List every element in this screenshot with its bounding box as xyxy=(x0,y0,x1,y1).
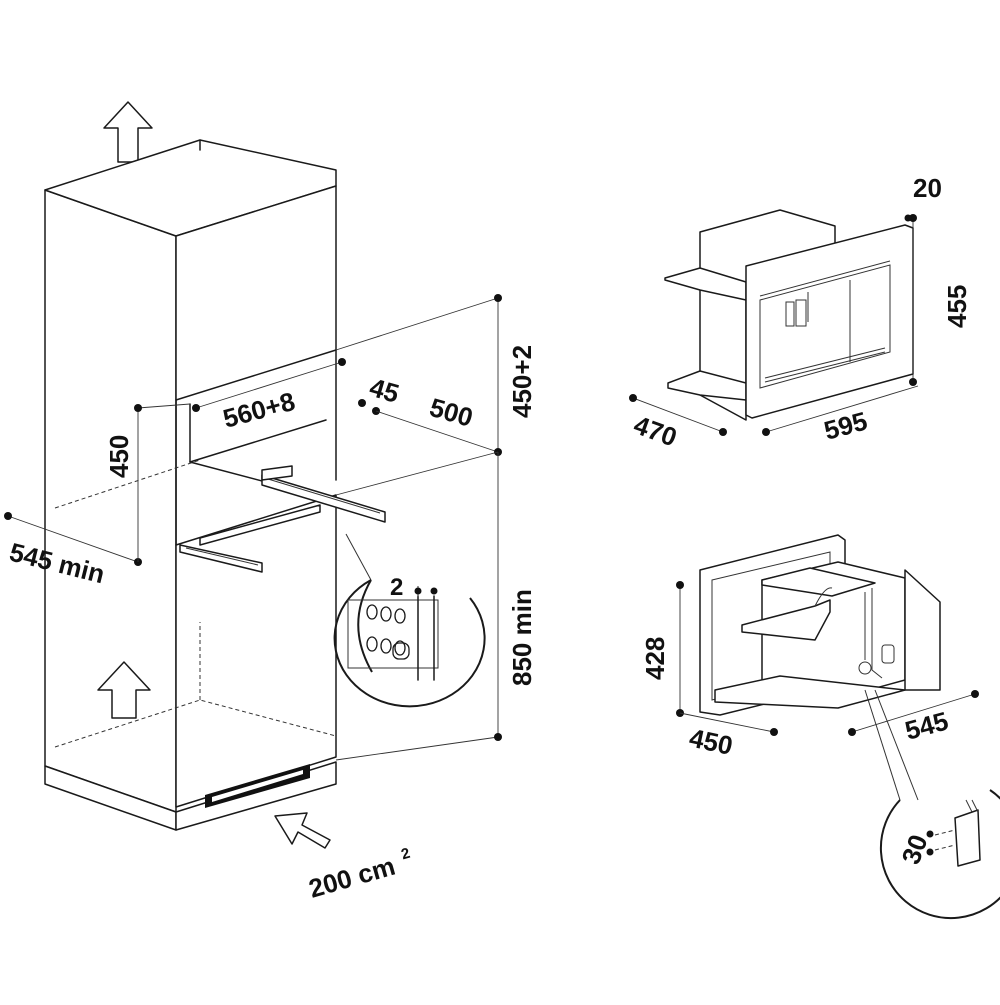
front-view-drawing: 20 455 470 595 xyxy=(629,173,972,452)
dim-455: 455 xyxy=(942,285,972,328)
cabinet-top xyxy=(44,139,337,237)
dim-20: 20 xyxy=(913,173,942,203)
dim-200-cm: 200 cm xyxy=(305,851,398,904)
dim-450-2: 450+2 xyxy=(507,345,537,418)
cabinet-dimension-lines xyxy=(4,294,502,761)
back-view-drawing: 428 450 545 30 xyxy=(640,534,1000,920)
dim-470: 470 xyxy=(630,409,681,452)
dim-45: 45 xyxy=(366,372,402,409)
vent-arrow-icon xyxy=(274,812,331,849)
dim-450: 450 xyxy=(104,435,134,478)
air-in-arrow-icon xyxy=(97,661,151,719)
cable-detail-callout xyxy=(879,789,1000,920)
dim-428: 428 xyxy=(640,637,670,680)
cabinet-drawing: 545 min 450 560+8 45 500 450+2 850 min 2… xyxy=(4,101,537,904)
dim-560-8: 560+8 xyxy=(220,386,298,434)
rail-detail-callout xyxy=(333,533,486,708)
dim-200-cm-sup: 2 xyxy=(399,845,412,864)
dim-500: 500 xyxy=(426,392,476,433)
lower-rail xyxy=(179,504,321,573)
dim-545-back: 545 xyxy=(902,706,952,746)
dim-detail-2: 2 xyxy=(390,574,403,601)
dim-450-back: 450 xyxy=(687,723,736,761)
cabinet-lower-door xyxy=(175,494,337,808)
dim-595: 595 xyxy=(821,406,871,446)
cabinet-side-panel xyxy=(44,189,177,813)
upper-rail xyxy=(261,465,386,523)
air-out-arrow-icon xyxy=(103,101,153,163)
dim-850-min: 850 min xyxy=(507,589,537,686)
